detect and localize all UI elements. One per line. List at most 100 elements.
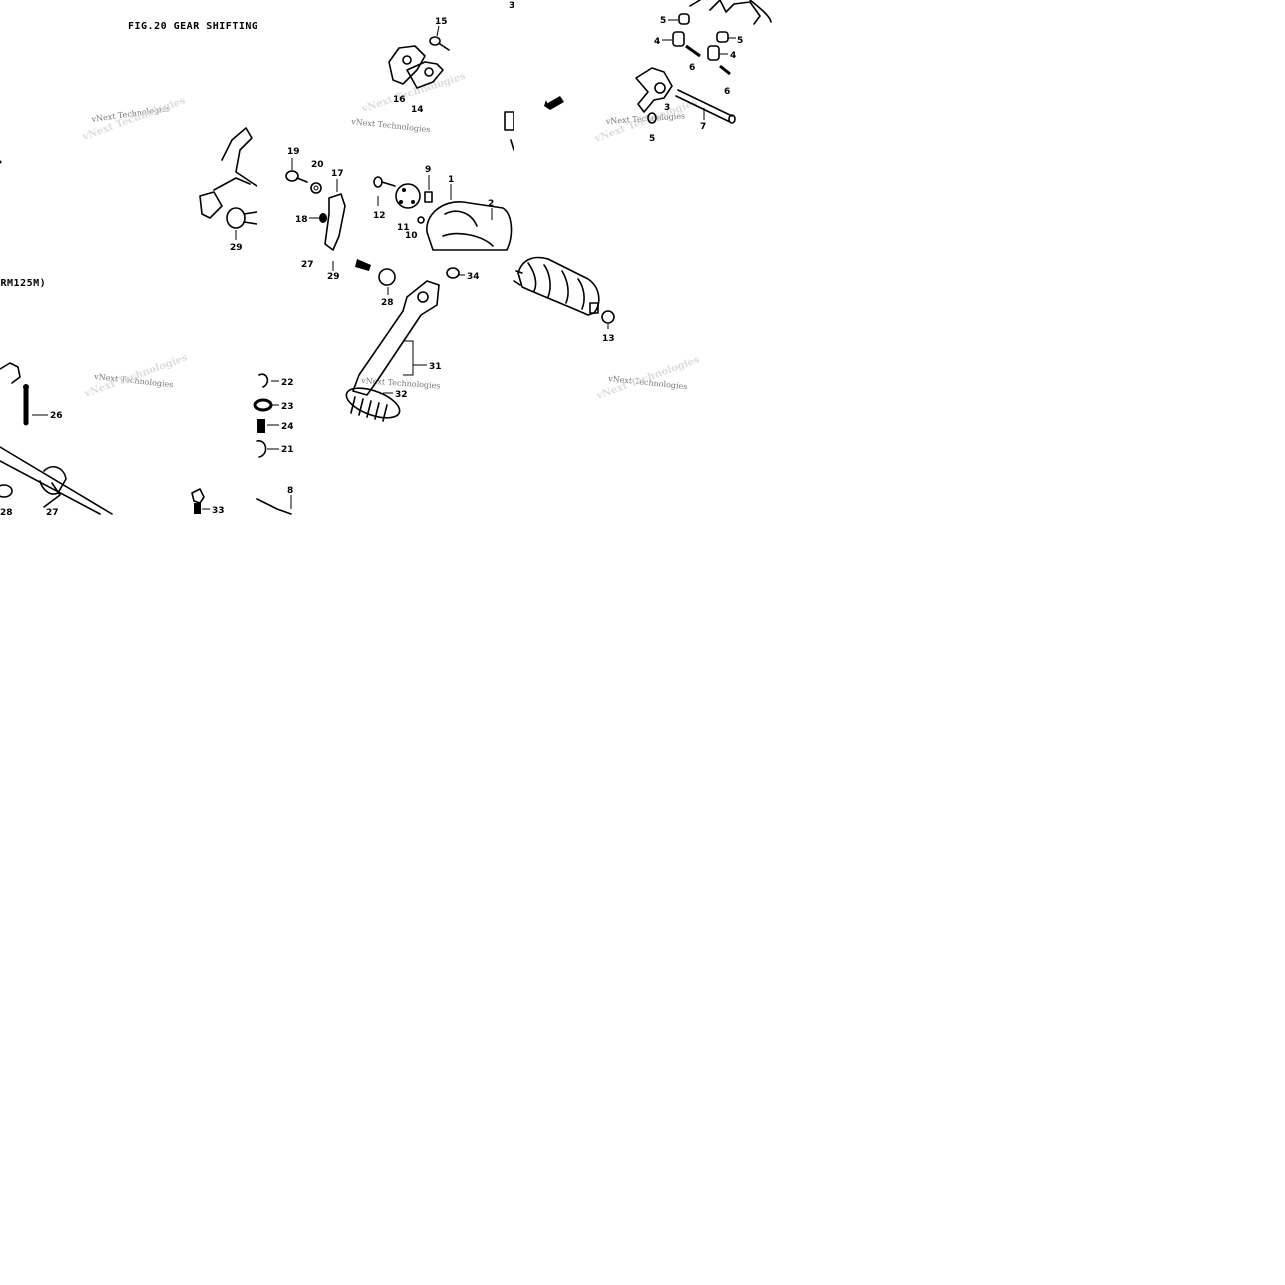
callout-15: 15 (435, 17, 448, 27)
pin-9 (424, 191, 433, 203)
figure-title: FIG.20 GEAR SHIFTING ( (128, 21, 272, 32)
callout-23: 23 (281, 402, 294, 412)
fork-edge (749, 0, 772, 23)
washer-20-hole (313, 185, 319, 191)
bolt-shank (355, 259, 371, 271)
callout-16: 16 (393, 95, 406, 105)
screw-15 (429, 36, 441, 46)
shift-shaft-drawing: vNext Technologies vNext Technologies 26… (0, 352, 225, 518)
plug-13 (601, 310, 615, 324)
callout-11: 11 (397, 223, 410, 233)
washer-20 (310, 182, 322, 194)
callout-9: 9 (425, 165, 431, 175)
callout-29: 29 (230, 243, 243, 253)
pedal-rubber-ribs (350, 396, 388, 422)
stopper-roller-18 (319, 213, 327, 223)
arrow-head-icon (544, 100, 550, 110)
stopper-arm-17 (324, 193, 346, 251)
watermark: vNext Technologies (350, 117, 431, 134)
fork-shaft-7 (675, 89, 733, 123)
shift-fork-3 (635, 67, 673, 113)
callout-1: 1 (448, 175, 454, 185)
callout-12: 12 (373, 211, 386, 221)
shaft-arm-fork (43, 482, 61, 508)
callout-29: 29 (327, 272, 340, 282)
callout-34: 34 (467, 272, 480, 282)
shift-arm-tip (199, 191, 223, 219)
roller-5-lower (647, 112, 657, 124)
tile-top-left: FIG.20 GEAR SHIFTING ( vNext Technologie… (0, 0, 271, 257)
bolt-shank (243, 211, 258, 225)
fork-bore (654, 82, 666, 94)
neighbour-part-edge (510, 139, 515, 151)
shift-pedal-drawing: vNext Technologies 27 29 28 31 32 34 (253, 259, 480, 515)
shaft-collar (0, 484, 13, 498)
tile-middle-left: (RM125M) vNext Technologies vNext Techno… (0, 257, 257, 518)
shift-arm-link (213, 177, 251, 191)
cotter-6 (719, 64, 731, 76)
bracket-31 (403, 340, 414, 376)
ring-22 (258, 373, 269, 388)
tile-top-right: vNext Technologies vNext Technologies 5 … (514, 0, 772, 257)
callout-4: 4 (654, 37, 660, 47)
callout-22: 22 (281, 378, 294, 388)
ring-23 (253, 398, 273, 412)
callout-6: 6 (724, 87, 730, 97)
pin-26-head (23, 384, 29, 390)
edge-dot (0, 160, 2, 164)
callout-33: 33 (212, 506, 225, 516)
cam-plate-11 (395, 183, 421, 209)
tile-middle-center: vNext Technologies 27 29 28 31 32 34 (253, 257, 514, 515)
bolt-34 (446, 267, 460, 279)
bolt-head (226, 207, 246, 229)
cam-plate-pin (411, 200, 415, 204)
callout-28: 28 (0, 508, 13, 518)
plate-hole (402, 55, 412, 65)
drum-grooves (527, 262, 585, 310)
plate-hole (424, 67, 434, 77)
pin-4 (707, 45, 720, 61)
spring-8 (256, 498, 292, 515)
gearshift-shaft (0, 446, 113, 515)
callout-8: 8 (287, 486, 293, 496)
leader-15 (436, 25, 440, 37)
callout-26: 26 (50, 411, 63, 421)
callout-5: 5 (737, 36, 743, 46)
figure-subtitle: (RM125M) (0, 278, 47, 289)
circlip-21 (256, 440, 267, 458)
callout-24: 24 (281, 422, 294, 432)
cotter-6 (685, 44, 701, 58)
callout-32: 32 (395, 390, 408, 400)
neighbour-part (504, 111, 515, 131)
tile-top-middle: vNext Technologies vNext Technologies 15… (257, 0, 515, 257)
bolt-12-shank (381, 181, 396, 187)
shift-fork-top (689, 0, 761, 25)
callout-5: 5 (649, 134, 655, 144)
shift-arm-edge (0, 362, 21, 384)
drum-assembly-drawing: vNext Technologies vNext Technologies 13 (513, 256, 701, 402)
cam-plate-pin (399, 200, 403, 204)
screw-15-shank (439, 43, 450, 51)
shift-pedal-31 (352, 280, 440, 396)
callout-27: 27 (46, 508, 59, 518)
callout-20: 20 (311, 160, 324, 170)
callout-13: 13 (602, 334, 615, 344)
roller-5 (716, 31, 729, 43)
stopper-plate-14 (406, 61, 444, 89)
drum-end-cap (589, 302, 599, 314)
callout-21: 21 (281, 445, 294, 455)
screw-19 (285, 170, 299, 182)
callout-14: 14 (411, 105, 424, 115)
callout-31: 31 (429, 362, 442, 372)
callout-19: 19 (287, 147, 300, 157)
washer-28 (378, 268, 396, 286)
callout-10: 10 (405, 231, 418, 241)
shift-drum-drawing: vNext Technologies vNext Technologies 15… (285, 1, 515, 251)
callout-4: 4 (730, 51, 736, 61)
drum-edge (513, 270, 523, 286)
callout-6: 6 (689, 63, 695, 73)
callout-5: 5 (660, 16, 666, 26)
shift-linkage-drawing: vNext Technologies vNext Technologies 29 (0, 95, 258, 253)
roller-5 (678, 13, 690, 25)
